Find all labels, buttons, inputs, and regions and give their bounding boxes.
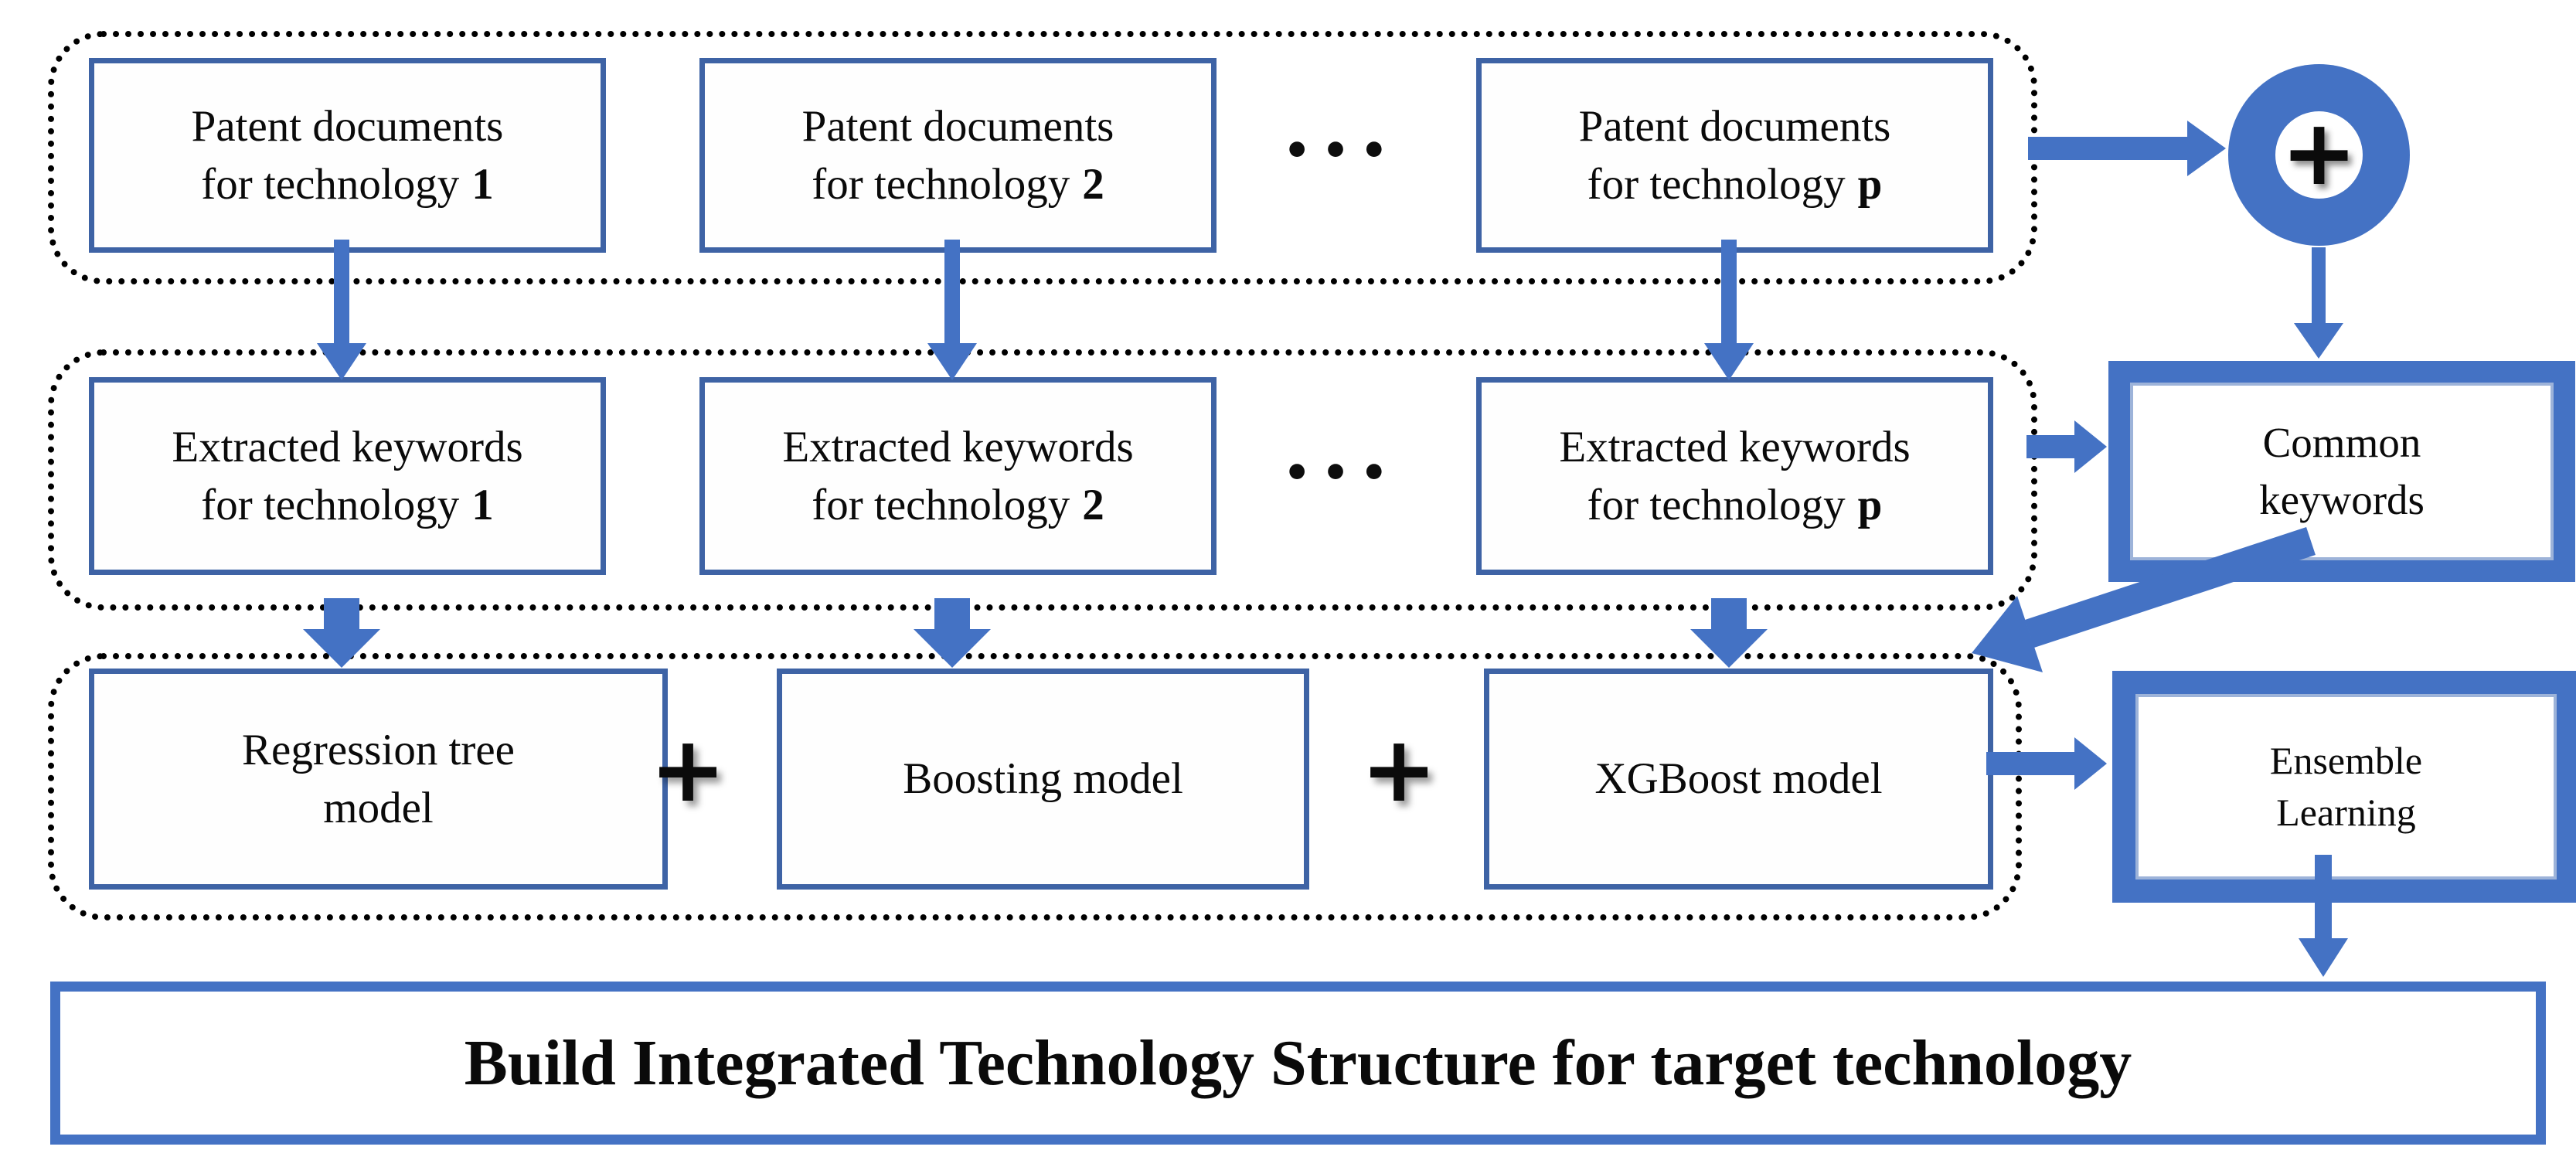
box-text-line1: Common [2262,418,2421,466]
box-text-line2: Learning [2276,791,2416,834]
plus-operator-2-icon: + [1360,716,1438,822]
technology-index: p [1857,160,1883,209]
box-text-line1: Patent documents [801,101,1114,151]
box-text-line1: Extracted keywords [1559,422,1911,471]
plus-operator-1-icon: + [649,716,727,822]
box-text-line1: Extracted keywords [172,422,523,471]
box-text-line1: Ensemble [2269,738,2423,782]
box-text-line1: Regression tree [242,725,515,774]
box-text-line1: Patent documents [1578,101,1891,151]
box-common-keywords: Common keywords [2108,361,2575,582]
box-xgboost-model: XGBoost model [1484,669,1993,890]
technology-index: 1 [471,160,494,209]
box-text-line2: keywords [2259,476,2425,523]
aggregator-circle-hole: + [2275,107,2363,199]
box-boosting-model: Boosting model [777,669,1309,890]
box-text-line1: Extracted keywords [782,422,1134,471]
aggregator-plus-icon: + [2281,98,2357,206]
banner-text: Build Integrated Technology Structure fo… [464,1027,2132,1099]
group-extracted-keywords [48,349,2037,611]
technology-index: 2 [1082,481,1104,529]
ellipsis-row1-icon: ••• [1283,125,1399,176]
technology-index: 1 [471,481,494,529]
box-text-line1: XGBoost model [1594,754,1883,804]
box-text-line1: Boosting model [903,754,1183,804]
group-models [48,653,2022,920]
box-regression-tree-model: Regression tree model [89,669,668,890]
aggregator-circle: + [2228,64,2410,246]
arrow-keywords-to-common-keywords-icon [2026,420,2107,473]
banner-integrated-technology-structure: Build Integrated Technology Structure fo… [50,982,2546,1145]
technology-index: 2 [1082,160,1104,209]
technology-index: p [1857,481,1883,529]
box-text-line1: Patent documents [191,101,504,151]
arrow-aggregator-to-common-keywords-icon [2294,247,2343,359]
box-ensemble-learning: Ensemble Learning [2112,671,2576,903]
arrow-patents-to-aggregator-icon [2028,121,2226,176]
ellipsis-row2-icon: ••• [1283,447,1399,498]
box-text-line2: model [323,784,434,832]
